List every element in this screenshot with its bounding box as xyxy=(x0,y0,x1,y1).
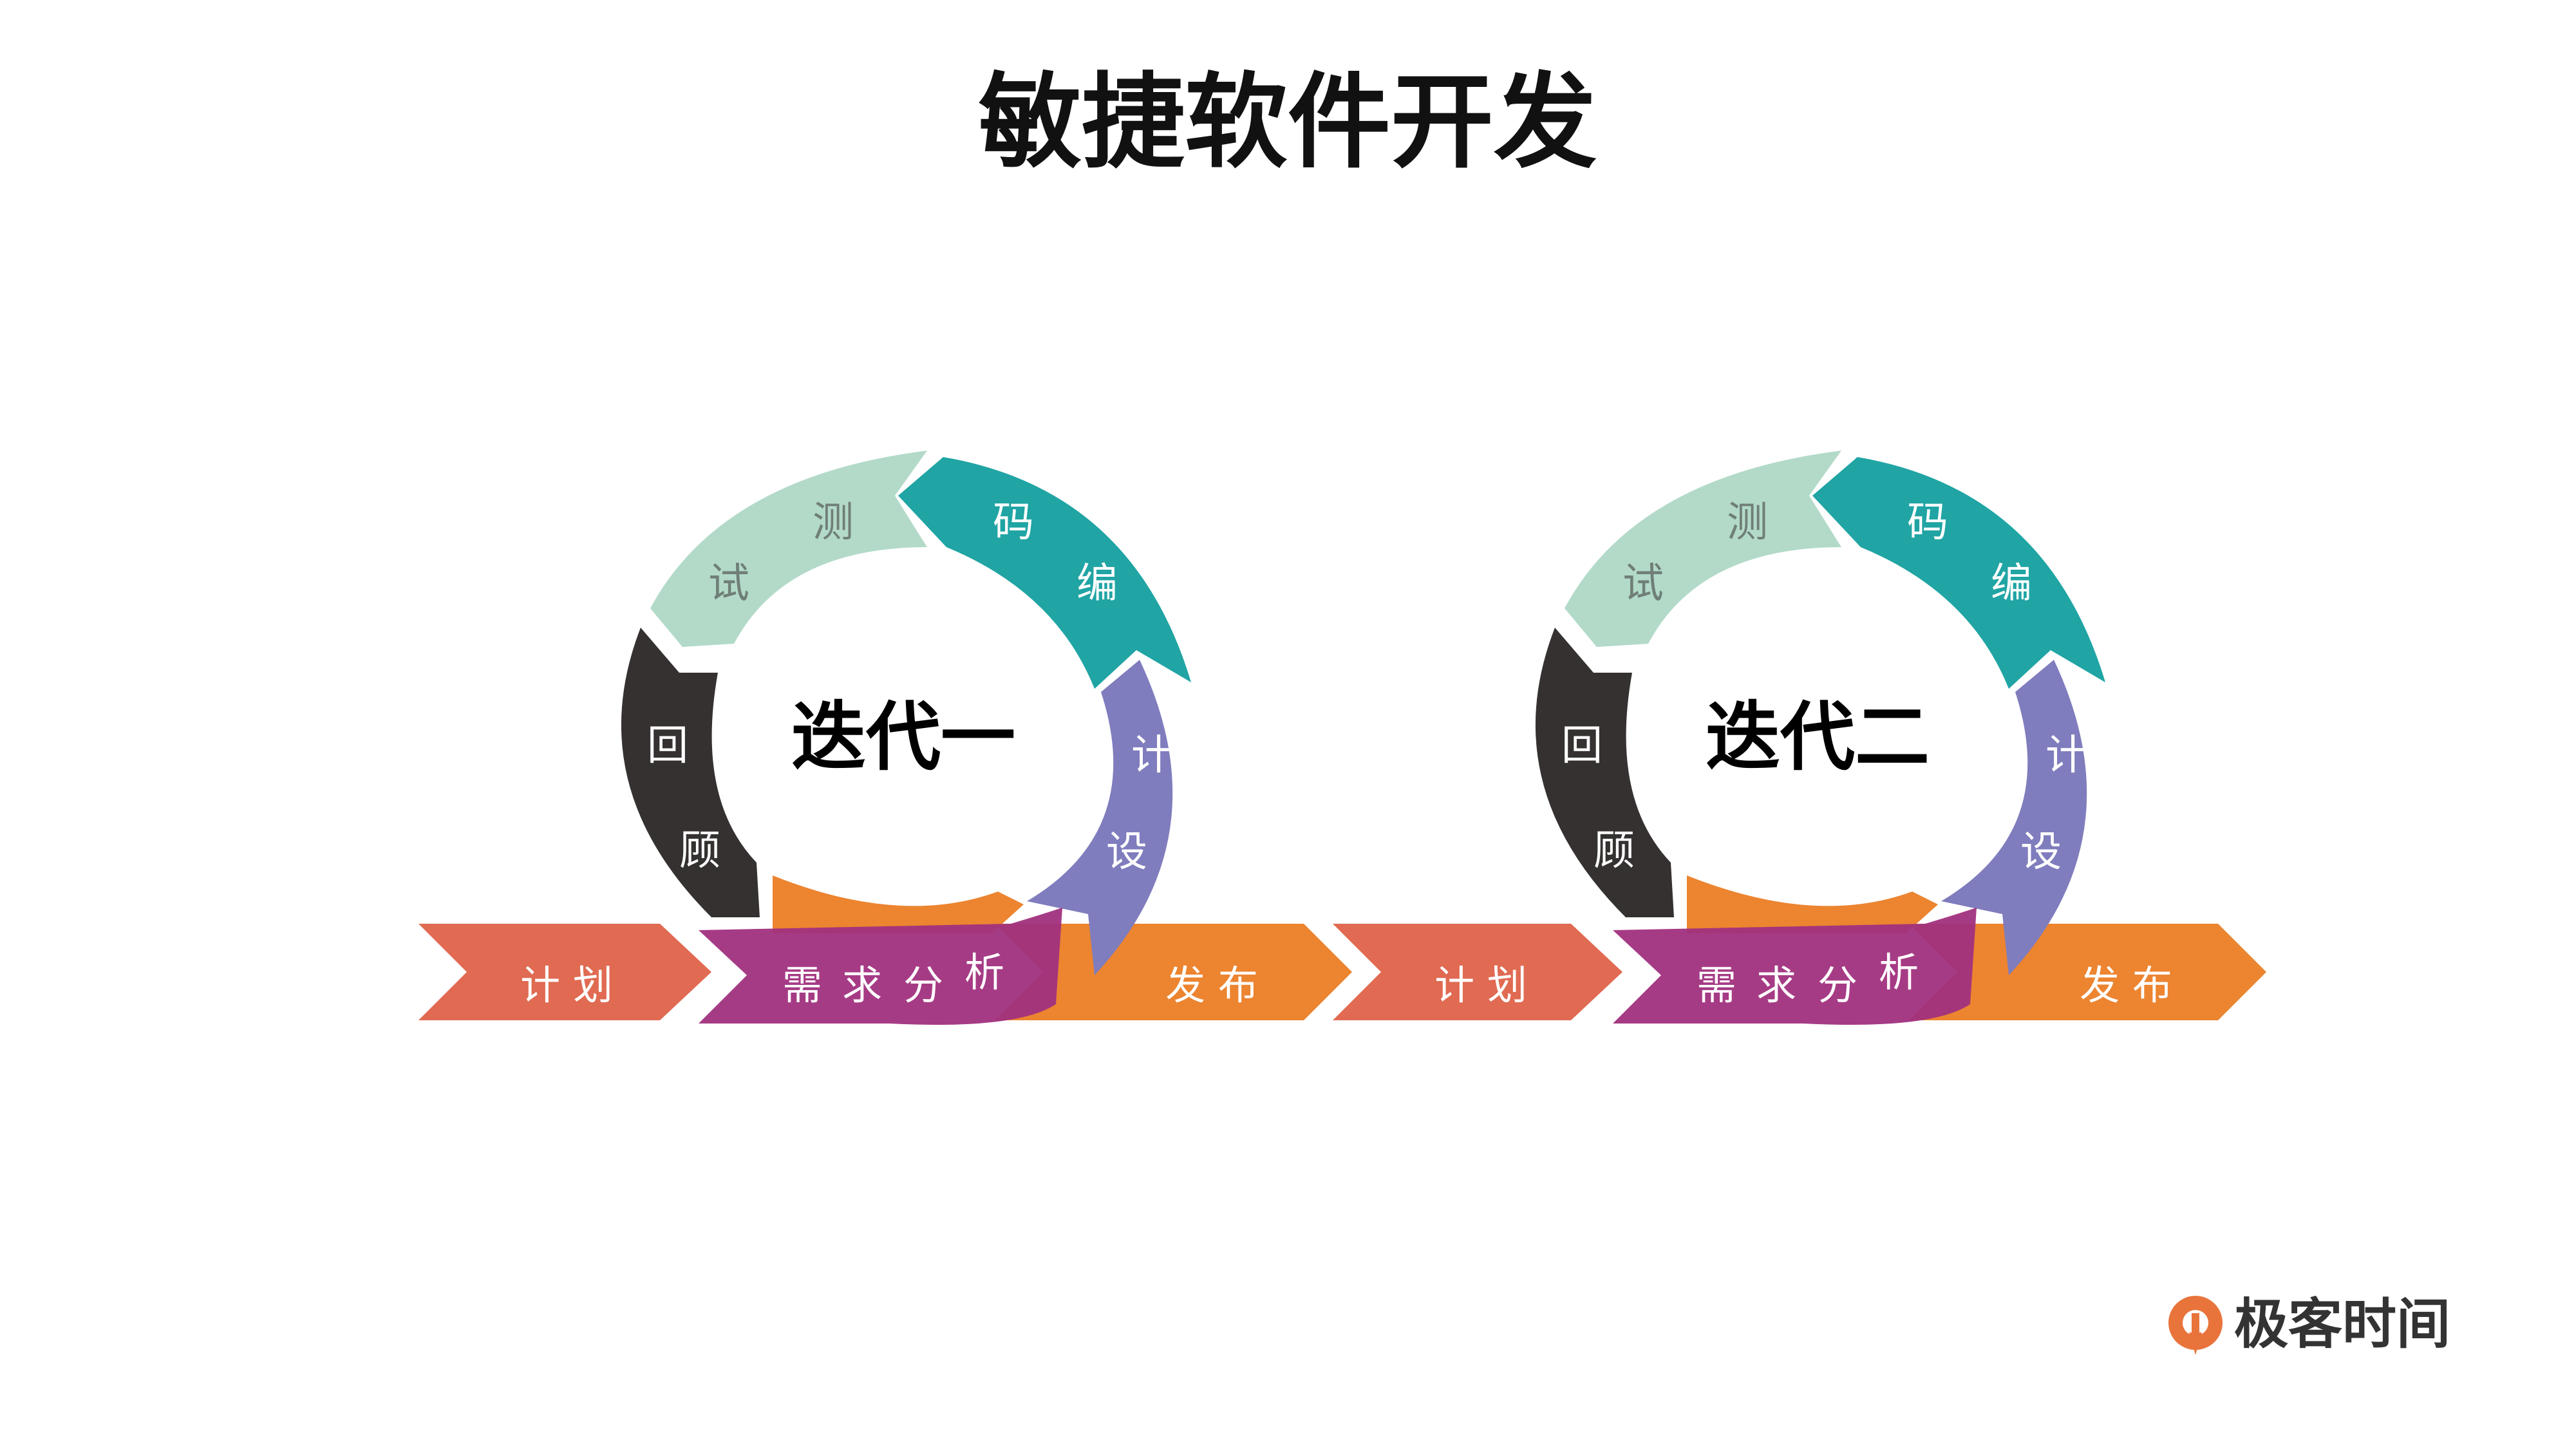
design-label-2: 设 xyxy=(1106,828,1147,876)
logo: 极客时间 xyxy=(2168,1293,2450,1356)
review-label-1: 回 xyxy=(1561,722,1603,770)
orange-ring-wedge xyxy=(1687,875,1938,933)
geektime-logo-icon xyxy=(2168,1296,2223,1355)
logo-text: 极客时间 xyxy=(2234,1293,2450,1356)
test-segment xyxy=(650,451,927,647)
review-label-2: 顾 xyxy=(679,827,720,875)
code-segment xyxy=(898,457,1191,689)
iteration-1-label: 迭代一 xyxy=(791,694,1015,781)
plan-band-label: 计 划 xyxy=(1434,962,1527,1009)
release-band-arrow xyxy=(1909,924,2266,1020)
design-segment xyxy=(1941,660,2087,975)
test-segment xyxy=(1565,451,1841,647)
plan-band-arrow xyxy=(1333,924,1622,1020)
iteration-2: 测 试 码 编 计 设 回 顾 迭代二 计 划 需 求 分 析 发 布 xyxy=(1333,451,2266,1025)
release-band-label: 发 布 xyxy=(1165,962,1258,1009)
review-label-2: 顾 xyxy=(1594,827,1635,875)
analysis-band-label-4: 析 xyxy=(964,949,1004,996)
analysis-band xyxy=(699,908,1062,1025)
design-label-1: 计 xyxy=(2045,732,2087,780)
analysis-band-label-1: 需 xyxy=(782,962,822,1009)
analysis-band-label-2: 求 xyxy=(842,962,882,1009)
review-segment xyxy=(621,628,760,917)
test-label-1: 测 xyxy=(1727,499,1768,547)
iteration-2-label: 迭代二 xyxy=(1706,694,1930,781)
test-label-2: 试 xyxy=(1622,560,1664,608)
plan-band-arrow xyxy=(418,924,711,1020)
test-label-2: 试 xyxy=(708,560,749,608)
release-band-arrow xyxy=(995,924,1352,1020)
page-title: 敏捷软件开发 xyxy=(979,62,1597,182)
analysis-band-label-3: 分 xyxy=(903,962,943,1009)
analysis-band-label-4: 析 xyxy=(1879,949,1919,996)
plan-band-label: 计 划 xyxy=(520,962,613,1009)
analysis-band-label-3: 分 xyxy=(1818,962,1857,1009)
code-label-1: 码 xyxy=(993,499,1034,547)
code-label-2: 编 xyxy=(1076,560,1118,608)
review-segment xyxy=(1535,628,1674,917)
release-band-label: 发 布 xyxy=(2080,962,2172,1009)
analysis-band-label-2: 求 xyxy=(1756,962,1796,1009)
code-label-1: 码 xyxy=(1907,499,1948,547)
design-label-2: 设 xyxy=(2020,828,2062,876)
analysis-band-label-1: 需 xyxy=(1697,962,1736,1009)
analysis-band xyxy=(1613,908,1977,1025)
code-label-2: 编 xyxy=(1991,560,2032,608)
code-segment xyxy=(1812,457,2105,689)
design-label-1: 计 xyxy=(1131,732,1172,780)
review-label-1: 回 xyxy=(647,722,688,770)
orange-ring-wedge xyxy=(773,875,1024,933)
test-label-1: 测 xyxy=(813,499,854,547)
design-segment xyxy=(1027,660,1173,975)
iteration-1: 测 试 码 编 计 设 回 顾 迭代一 计 划 需 求 分 析 发 布 xyxy=(418,451,1352,1025)
